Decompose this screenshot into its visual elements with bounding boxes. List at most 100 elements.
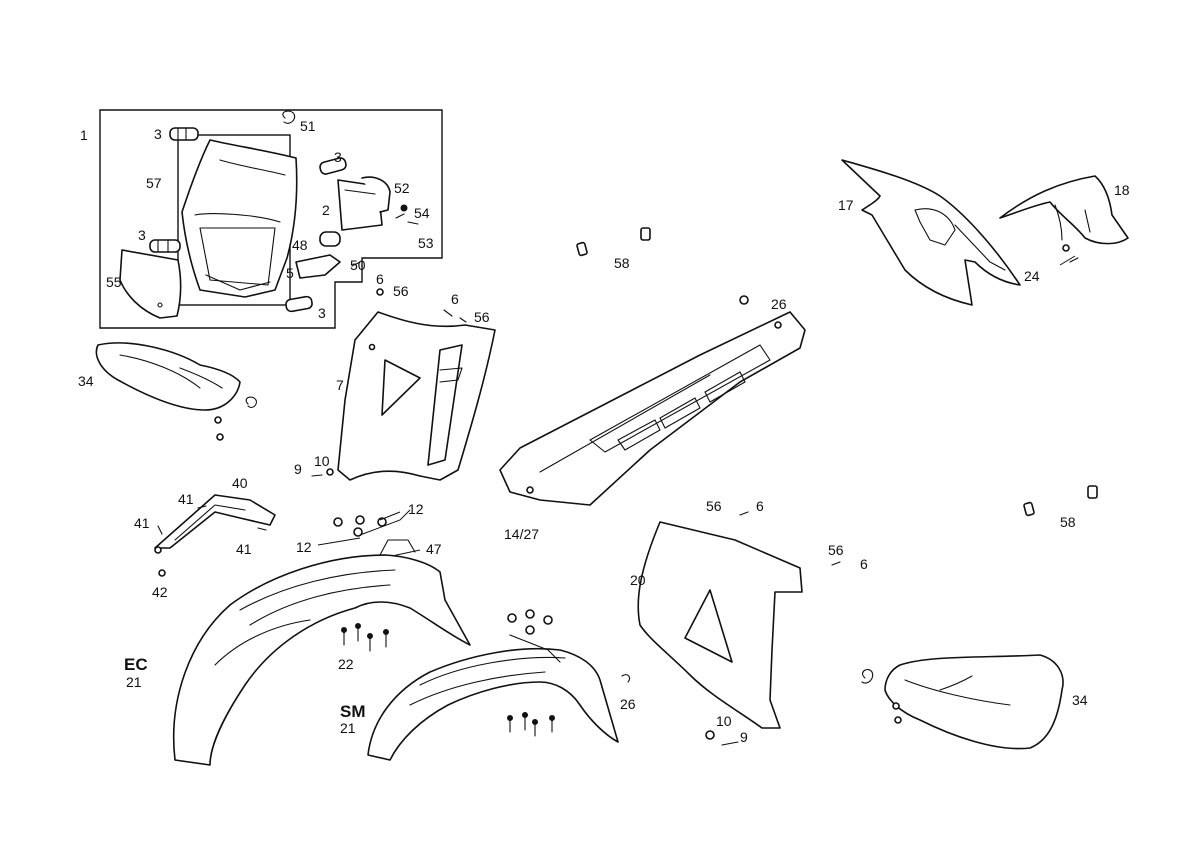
label-3: 3: [154, 126, 162, 142]
label-56: 56: [393, 283, 409, 299]
label-6: 6: [451, 291, 459, 307]
fender-screws: [341, 623, 389, 652]
label-34: 34: [78, 373, 94, 389]
label-1: 1: [80, 127, 88, 143]
rubber-grommet: [149, 239, 181, 253]
label-3: 3: [138, 227, 146, 243]
seat: [499, 311, 806, 506]
label-7: 7: [336, 377, 344, 393]
headlight-mask: [181, 139, 298, 298]
label-58: 58: [1060, 514, 1076, 530]
label-48: 48: [292, 237, 308, 253]
label-47: 47: [426, 541, 442, 557]
label-22: 22: [338, 656, 354, 672]
screw: [1069, 257, 1079, 263]
hand-guard-right: [861, 654, 1064, 750]
label-41: 41: [236, 541, 252, 557]
nut: [158, 569, 166, 577]
label-12: 12: [408, 501, 424, 517]
bolt: [400, 204, 408, 212]
spring-clip: [282, 110, 296, 124]
label-2: 2: [322, 202, 330, 218]
label-14-27: 14/27: [504, 526, 539, 542]
label-54: 54: [414, 205, 430, 221]
screw: [721, 741, 739, 746]
rubber-grommet: [169, 127, 199, 141]
headlight-unit: [337, 176, 391, 231]
label-58: 58: [614, 255, 630, 271]
label-9: 9: [294, 461, 302, 477]
label-34: 34: [1072, 692, 1088, 708]
washer: [326, 468, 334, 476]
mounting-bracket: [295, 254, 341, 279]
rear-fender: [999, 175, 1129, 245]
part-number-labels: 1 3 51 57 3 52 2 54 53 3 48 5 50 6 56 55…: [78, 118, 1130, 745]
label-10: 10: [716, 713, 732, 729]
plug: [739, 295, 749, 305]
label-5: 5: [286, 265, 294, 281]
label-42: 42: [152, 584, 168, 600]
variant-sm: SM: [340, 702, 366, 721]
label-21: 21: [340, 720, 356, 736]
hand-guard-left: [95, 342, 257, 441]
label-12: 12: [296, 539, 312, 555]
clip-nut: [640, 227, 651, 241]
screw: [395, 213, 419, 225]
number-plate-side: [119, 249, 182, 319]
label-17: 17: [838, 197, 854, 213]
label-6: 6: [756, 498, 764, 514]
side-panel-rear: [841, 159, 1021, 306]
number-plate-bracket: [154, 494, 276, 554]
label-26: 26: [620, 696, 636, 712]
label-10: 10: [314, 453, 330, 469]
variant-ec: EC: [124, 655, 148, 674]
clip-nut: [1087, 485, 1098, 499]
label-53: 53: [418, 235, 434, 251]
screw: [831, 561, 841, 566]
label-56: 56: [828, 542, 844, 558]
clip-nut: [576, 241, 588, 257]
label-52: 52: [394, 180, 410, 196]
screw: [443, 309, 467, 323]
label-56: 56: [474, 309, 490, 325]
fender-screws-sm: [507, 712, 555, 737]
screw: [311, 474, 323, 477]
plug: [621, 674, 631, 683]
label-55: 55: [106, 274, 122, 290]
label-24: 24: [1024, 268, 1040, 284]
front-fender-ec: [172, 539, 471, 766]
rubber-grommets-sm: [507, 609, 553, 635]
label-3: 3: [318, 305, 326, 321]
label-41: 41: [178, 491, 194, 507]
label-9: 9: [740, 729, 748, 745]
clip-nut: [1023, 501, 1035, 517]
label-57: 57: [146, 175, 162, 191]
label-18: 18: [1114, 182, 1130, 198]
washer: [376, 288, 384, 296]
label-21: 21: [126, 674, 142, 690]
screw: [351, 261, 361, 267]
front-fender-sm: [367, 634, 619, 761]
label-56: 56: [706, 498, 722, 514]
screw: [739, 511, 749, 516]
label-41: 41: [134, 515, 150, 531]
leader-lines: [317, 255, 1076, 557]
label-6: 6: [860, 556, 868, 572]
rubber-grommets: [333, 515, 387, 537]
headlight-assembly-frame: [99, 109, 443, 329]
label-26: 26: [771, 296, 787, 312]
washer: [705, 730, 715, 740]
radiator-shroud-left: [337, 311, 496, 481]
rubber-grommet: [285, 295, 313, 313]
label-6: 6: [376, 271, 384, 287]
label-3: 3: [334, 149, 342, 165]
label-51: 51: [300, 118, 316, 134]
label-20: 20: [630, 572, 646, 588]
rubber-bushing: [319, 231, 341, 247]
washer: [1062, 244, 1070, 252]
label-50: 50: [350, 257, 366, 273]
radiator-shroud-right: [637, 521, 803, 729]
screw: [157, 505, 267, 535]
label-40: 40: [232, 475, 248, 491]
